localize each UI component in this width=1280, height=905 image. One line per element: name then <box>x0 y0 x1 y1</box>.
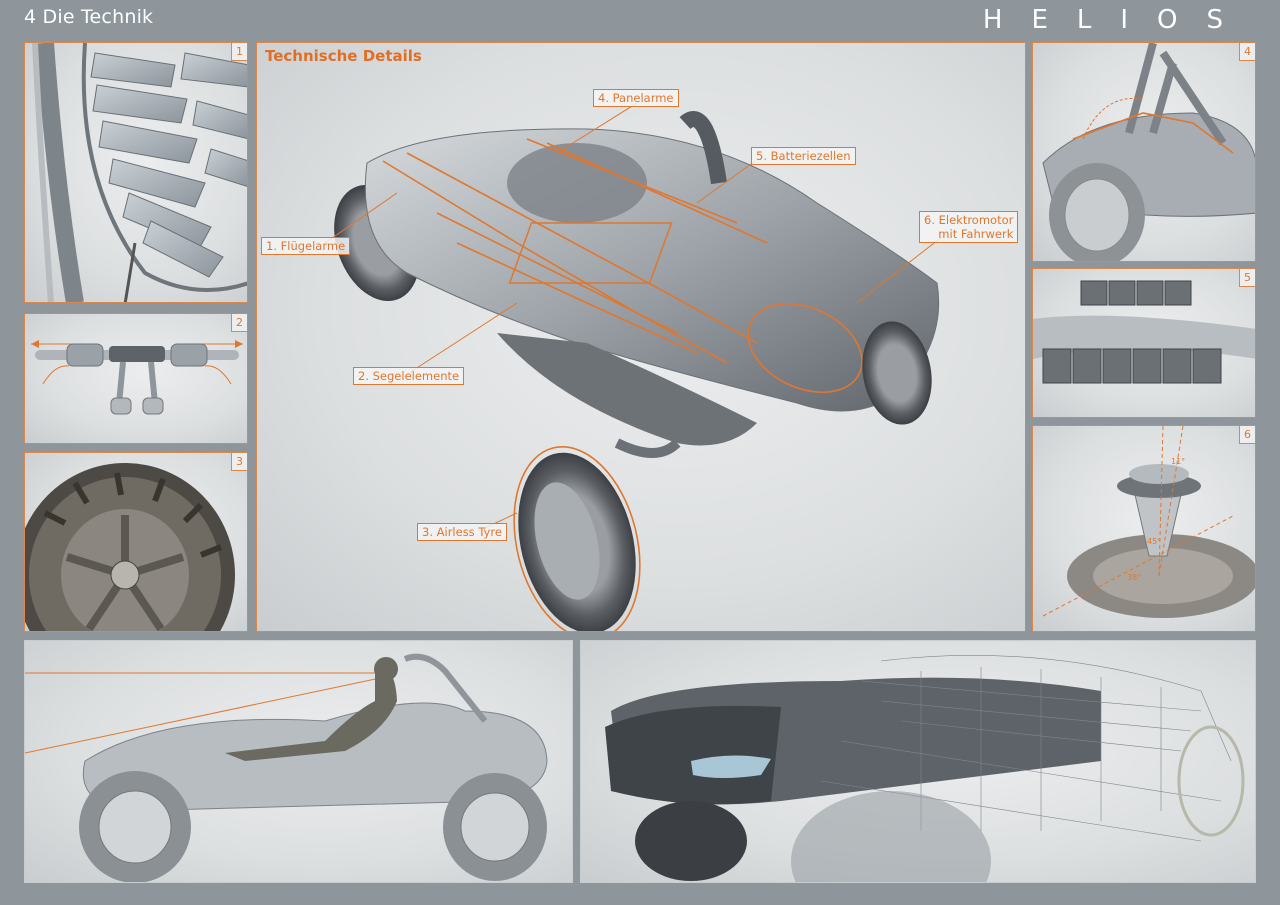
callout-sail-elements: 2. Segelelemente <box>353 367 465 385</box>
main-panel-title: Technische Details <box>265 47 422 65</box>
detail-panel-5: 5 <box>1032 268 1256 418</box>
detail-panel-4: 4 <box>1032 42 1256 262</box>
detail-panel-2: 2 <box>24 313 248 444</box>
panel-number-5: 5 <box>1239 269 1255 287</box>
side-view-car-illustration <box>25 653 548 882</box>
detail-panel-3: 3 <box>24 452 248 632</box>
panel-arm-illustration <box>1042 43 1255 261</box>
angle-label-1: 11° <box>1171 457 1185 466</box>
panel-number-3: 3 <box>231 453 247 471</box>
callout-airless-tyre: 3. Airless Tyre <box>417 523 507 541</box>
callout-panel-arms: 4. Panelarme <box>593 89 679 107</box>
battery-cells-illustration <box>1033 280 1255 384</box>
page-title: 4 Die Technik <box>24 6 154 28</box>
rear-wireframe-illustration <box>605 655 1245 882</box>
panel-number-6: 6 <box>1239 426 1255 444</box>
detail-panel-1: 1 <box>24 42 248 303</box>
angle-label-2: 45° <box>1147 537 1161 546</box>
callout-electric-motor-line2: mit Fahrwerk <box>938 227 1014 241</box>
panel-number-4: 4 <box>1239 43 1255 61</box>
callout-electric-motor: 6. Elektromotor mit Fahrwerk <box>919 211 1019 243</box>
callout-electric-motor-line1: 6. Elektromotor <box>924 213 1014 227</box>
wheel-illustration <box>25 463 235 631</box>
brand-logo-text: HELIOS <box>982 5 1252 35</box>
panel-number-1: 1 <box>231 43 247 61</box>
angle-label-3: 38° <box>1127 573 1141 582</box>
panel-number-2: 2 <box>231 314 247 332</box>
main-technical-panel: Technische Details <box>256 42 1026 632</box>
motor-suspension-illustration: 11° 45° 38° <box>1042 426 1255 618</box>
car-cutaway-illustration <box>324 102 948 631</box>
axle-illustration <box>31 340 243 415</box>
callout-wing-arms: 1. Flügelarme <box>261 237 351 255</box>
side-view-panel <box>24 640 573 883</box>
rear-view-panel <box>580 640 1256 883</box>
callout-battery-cells: 5. Batteriezellen <box>751 147 856 165</box>
wing-arms-illustration <box>32 43 247 302</box>
detail-panel-6: 11° 45° 38° 6 <box>1032 425 1256 632</box>
